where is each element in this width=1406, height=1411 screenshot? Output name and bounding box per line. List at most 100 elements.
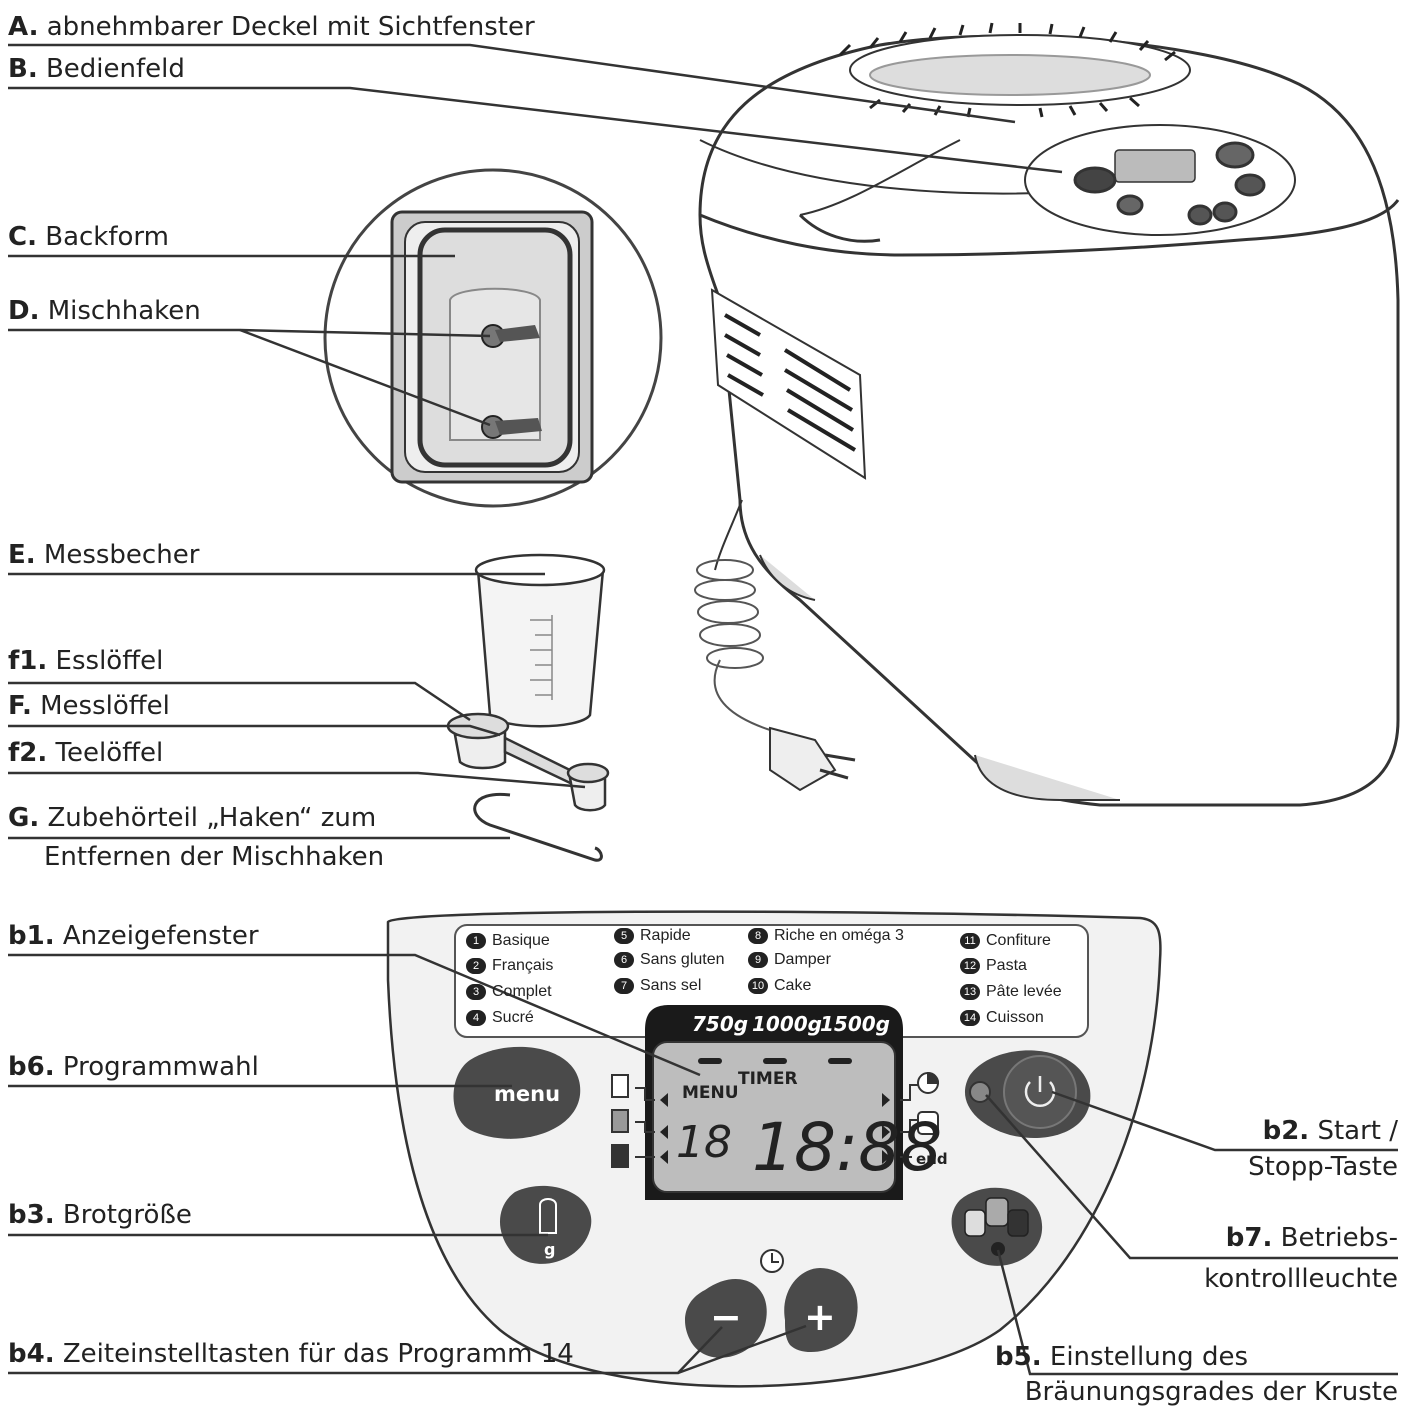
label-text: Brotgröße	[62, 1200, 192, 1230]
label-b4: b4. Zeiteinstelltasten für das Programm …	[8, 1339, 574, 1369]
program-number: 3	[466, 983, 486, 1000]
lcd-display: 750g 1000g 1500g MENU TIMER 18 18:88 end…	[494, 1012, 948, 1339]
program-name: Confiture	[986, 932, 1051, 949]
baking-pan-view	[323, 168, 663, 508]
program-name: Damper	[774, 951, 831, 968]
label-code: C.	[8, 222, 37, 252]
program-name: Cake	[774, 977, 812, 994]
program-2: 2 Français	[466, 957, 553, 975]
program-number: 11	[960, 932, 980, 949]
label-code: b7.	[1225, 1223, 1273, 1253]
label-text: Mischhaken	[47, 296, 201, 326]
label-code: A.	[8, 12, 39, 42]
label-text: Bräunungsgrades der Kruste	[1024, 1377, 1398, 1407]
program-10: 10 Cake	[748, 977, 811, 995]
label-b2-line2: Stopp-Taste	[1248, 1152, 1398, 1182]
label-code: b6.	[8, 1052, 55, 1082]
label-g-line2: Entfernen der Mischhaken	[44, 842, 384, 872]
program-14: 14 Cuisson	[960, 1009, 1044, 1027]
lcd-program-digits: 18	[676, 1117, 732, 1168]
program-name: Rapide	[640, 927, 691, 944]
label-code: F.	[8, 691, 32, 721]
program-13: 13 Pâte levée	[960, 983, 1062, 1001]
label-a: A. abnehmbarer Deckel mit Sichtfenster	[8, 12, 535, 42]
program-name: Pâte levée	[986, 983, 1062, 1000]
lcd-timer: TIMER	[738, 1069, 798, 1089]
minus-button[interactable]: −	[710, 1295, 742, 1339]
label-code: b4.	[8, 1339, 55, 1369]
label-text: Programmwahl	[62, 1052, 259, 1082]
plus-button[interactable]: +	[804, 1295, 836, 1339]
label-b2: b2. Start /	[1263, 1116, 1398, 1146]
label-code: D.	[8, 296, 40, 326]
bread-maker	[694, 22, 1400, 807]
program-name: Cuisson	[986, 1009, 1044, 1026]
label-b3: b3. Brotgröße	[8, 1200, 192, 1230]
label-code: b1.	[8, 921, 55, 951]
label-text: Anzeigefenster	[62, 921, 259, 951]
label-f: F. Messlöffel	[8, 691, 170, 721]
label-f2: f2. Teelöffel	[8, 738, 163, 768]
label-text: Stopp-Taste	[1248, 1152, 1398, 1182]
label-text: Messlöffel	[40, 691, 170, 721]
label-code: E.	[8, 540, 36, 570]
label-text: kontrollleuchte	[1204, 1264, 1398, 1294]
label-b1: b1. Anzeigefenster	[8, 921, 259, 951]
program-number: 10	[748, 977, 768, 994]
program-name: Sucré	[492, 1009, 534, 1026]
program-name: Basique	[492, 932, 550, 949]
weight-1000: 1000g	[752, 1012, 822, 1036]
program-name: Sans sel	[640, 977, 702, 994]
label-text: Start /	[1317, 1116, 1398, 1146]
label-e: E. Messbecher	[8, 540, 199, 570]
label-text: Teelöffel	[55, 738, 164, 768]
label-b6: b6. Programmwahl	[8, 1052, 259, 1082]
program-name: Français	[492, 957, 554, 974]
program-11: 11 Confiture	[960, 932, 1051, 950]
program-3: 3 Complet	[466, 983, 552, 1001]
program-name: Complet	[492, 983, 552, 1000]
program-name: Pasta	[986, 957, 1027, 974]
label-code: f2.	[8, 738, 48, 768]
menu-button[interactable]: menu	[494, 1082, 560, 1106]
label-text: Esslöffel	[55, 646, 164, 676]
program-number: 6	[614, 951, 634, 968]
program-12: 12 Pasta	[960, 957, 1027, 975]
label-b: B. Bedienfeld	[8, 54, 185, 84]
label-text: abnehmbarer Deckel mit Sichtfenster	[46, 12, 535, 42]
label-f1: f1. Esslöffel	[8, 646, 163, 676]
program-7: 7 Sans sel	[614, 977, 701, 995]
label-d: D. Mischhaken	[8, 296, 201, 326]
label-b7: b7. Betriebs-	[1226, 1223, 1398, 1253]
program-number: 14	[960, 1009, 980, 1026]
label-c: C. Backform	[8, 222, 169, 252]
label-code: b5.	[995, 1342, 1042, 1372]
size-unit-label: g	[544, 1240, 555, 1259]
program-number: 13	[960, 983, 980, 1000]
program-number: 12	[960, 957, 980, 974]
lcd-menu: MENU	[682, 1083, 739, 1103]
program-number: 7	[614, 977, 634, 994]
label-code: B.	[8, 54, 38, 84]
program-name: Sans gluten	[640, 951, 725, 968]
label-code: f1.	[8, 646, 48, 676]
label-b7-line2: kontrollleuchte	[1204, 1264, 1398, 1294]
program-number: 2	[466, 957, 486, 974]
program-name: Riche en oméga 3	[774, 927, 904, 944]
weight-750: 750g	[692, 1012, 748, 1036]
label-b5-line2: Bräunungsgrades der Kruste	[1025, 1377, 1398, 1407]
label-g: G. Zubehörteil „Haken“ zum	[8, 803, 376, 833]
label-b5: b5. Einstellung des	[995, 1342, 1248, 1372]
label-text: Entfernen der Mischhaken	[44, 842, 385, 872]
accessories	[446, 553, 610, 862]
program-6: 6 Sans gluten	[614, 951, 725, 969]
control-panel	[386, 910, 1162, 1388]
leader-lines	[8, 43, 1398, 1376]
label-text: Messbecher	[43, 540, 200, 570]
